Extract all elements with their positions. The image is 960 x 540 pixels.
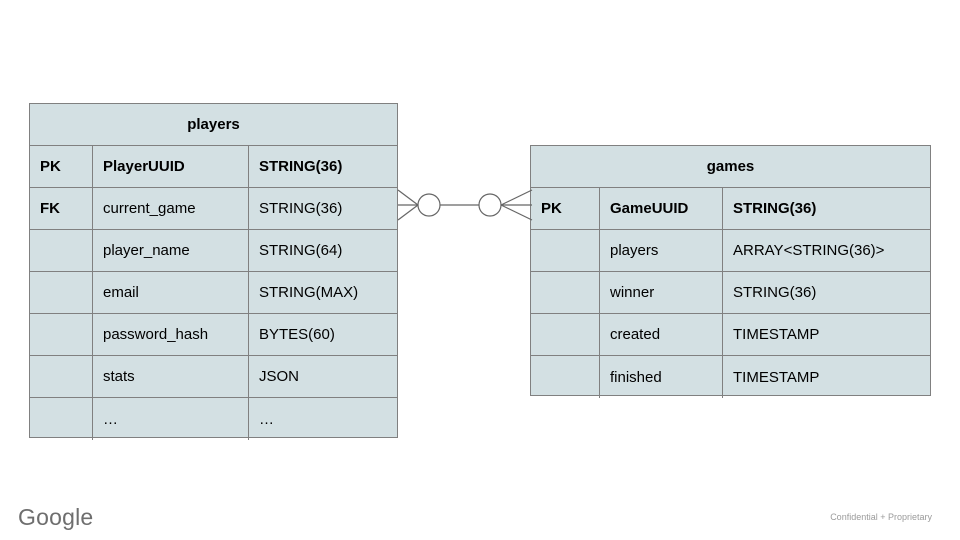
relationship-connector-crows-foot xyxy=(397,189,533,221)
table-row: password_hash BYTES(60) xyxy=(30,314,397,356)
table-row: email STRING(MAX) xyxy=(30,272,397,314)
row-type: STRING(64) xyxy=(259,242,343,259)
table-row: finished TIMESTAMP xyxy=(531,356,930,398)
row-key xyxy=(531,314,600,355)
confidentiality-note: Confidential + Proprietary xyxy=(830,512,932,522)
table-row: FK current_game STRING(36) xyxy=(30,188,397,230)
row-field: email xyxy=(93,272,249,313)
row-key xyxy=(30,272,93,313)
crows-foot-left-upper xyxy=(397,189,419,206)
row-field: winner xyxy=(600,272,723,313)
row-field: … xyxy=(93,398,249,440)
row-field: current_game xyxy=(93,188,249,229)
row-key xyxy=(531,272,600,313)
google-logo: Google xyxy=(18,504,94,530)
crows-foot-left-lower xyxy=(397,204,419,221)
crows-foot-right-lower xyxy=(500,204,533,221)
row-type: STRING(36) xyxy=(259,158,343,175)
row-type: BYTES(60) xyxy=(259,326,335,343)
table-row: players ARRAY<STRING(36)> xyxy=(531,230,930,272)
table-row: player_name STRING(64) xyxy=(30,230,397,272)
crows-foot-right-upper xyxy=(500,189,533,206)
cardinality-circle-right xyxy=(478,193,502,217)
entity-games: games PK GameUUID STRING(36) players ARR… xyxy=(530,145,931,398)
row-type: STRING(MAX) xyxy=(259,284,359,301)
entity-players-title: players xyxy=(30,104,397,146)
table-row: PK PlayerUUID STRING(36) xyxy=(30,146,397,188)
row-key xyxy=(30,398,93,440)
entity-players: players PK PlayerUUID STRING(36) FK curr… xyxy=(29,103,398,440)
table-row: winner STRING(36) xyxy=(531,272,930,314)
row-type: JSON xyxy=(259,368,300,385)
row-field: created xyxy=(600,314,723,355)
row-type: … xyxy=(259,410,274,428)
row-key: FK xyxy=(30,188,93,229)
row-field: GameUUID xyxy=(600,188,723,229)
row-key xyxy=(30,230,93,271)
entity-games-title: games xyxy=(531,146,930,188)
row-field: stats xyxy=(93,356,249,397)
row-key xyxy=(30,356,93,397)
table-row: PK GameUUID STRING(36) xyxy=(531,188,930,230)
row-type: TIMESTAMP xyxy=(733,326,820,343)
row-type: ARRAY<STRING(36)> xyxy=(733,242,885,259)
table-row: stats JSON xyxy=(30,356,397,398)
row-field: players xyxy=(600,230,723,271)
row-type: TIMESTAMP xyxy=(733,368,820,386)
row-field: PlayerUUID xyxy=(93,146,249,187)
row-key xyxy=(531,230,600,271)
row-field: finished xyxy=(600,356,723,398)
row-key xyxy=(531,356,600,398)
row-type: STRING(36) xyxy=(259,200,343,217)
row-key: PK xyxy=(30,146,93,187)
table-row: … … xyxy=(30,398,397,440)
row-type: STRING(36) xyxy=(733,200,817,217)
row-field: password_hash xyxy=(93,314,249,355)
row-field: player_name xyxy=(93,230,249,271)
table-row: created TIMESTAMP xyxy=(531,314,930,356)
row-key: PK xyxy=(531,188,600,229)
cardinality-circle-left xyxy=(417,193,441,217)
row-type: STRING(36) xyxy=(733,284,817,301)
row-key xyxy=(30,314,93,355)
